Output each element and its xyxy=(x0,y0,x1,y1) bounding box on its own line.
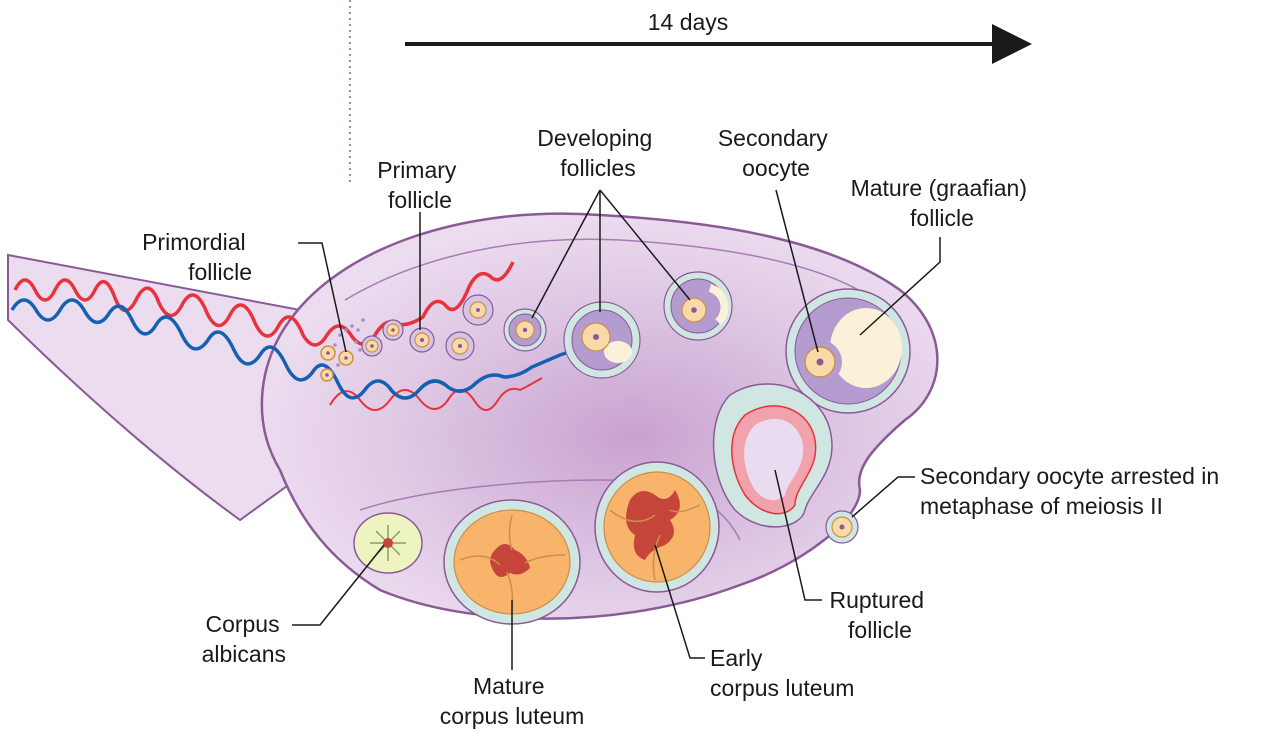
developing-follicle-medium xyxy=(564,302,640,378)
label-mature-corpus-luteum: Mature corpus luteum xyxy=(440,673,584,729)
developing-follicle-large xyxy=(664,272,732,340)
corpus-albicans xyxy=(354,513,422,573)
label-developing-follicles: Developing follicles xyxy=(537,125,658,181)
label-primordial-follicle: Primordial follicle xyxy=(142,229,252,285)
timeline-label: 14 days xyxy=(648,9,729,35)
label-secondary-oocyte: Secondary oocyte xyxy=(718,125,834,181)
label-mature-follicle: Mature (graafian) follicle xyxy=(851,175,1034,231)
label-arrested-oocyte: Secondary oocyte arrested in metaphase o… xyxy=(920,463,1226,519)
early-corpus-luteum xyxy=(595,462,719,592)
label-primary-follicle: Primary follicle xyxy=(377,157,463,213)
label-early-corpus-luteum: Early corpus luteum xyxy=(710,645,854,701)
leader-arrested-oocyte xyxy=(852,477,915,517)
label-ruptured-follicle: Ruptured follicle xyxy=(829,587,930,643)
label-corpus-albicans: Corpus albicans xyxy=(202,611,286,667)
developing-follicle-small xyxy=(504,309,546,351)
